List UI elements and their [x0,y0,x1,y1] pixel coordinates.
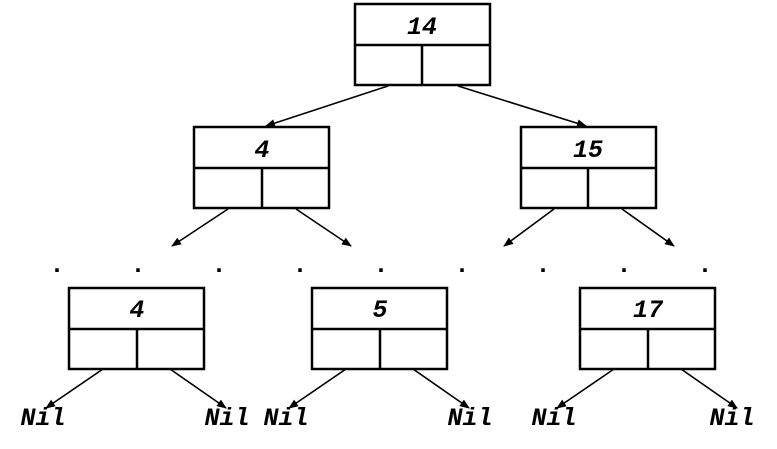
ellipsis-dot: . [535,251,550,280]
tree-node-level3-b: 5 [310,286,449,371]
tree-node-root: 14 [353,2,492,87]
edge-leaf5-right [412,368,470,409]
edge-leaf17-right [680,368,738,409]
nil-labels: Nil Nil Nil Nil Nil Nil [20,404,754,433]
ellipsis-dot: . [454,251,469,280]
ellipsis-dot: . [292,251,307,280]
node-key: 4 [254,136,269,165]
edge-leaf4-left [45,368,104,409]
tree-node-level3-c: 17 [578,286,717,371]
nil-label: Nil [263,404,308,433]
edge-node4-right [295,208,352,247]
edge-leaf5-left [288,368,347,409]
ellipsis-row: . . . . . . . . . [49,251,712,280]
ellipsis-dot: . [616,251,631,280]
nil-label: Nil [20,404,65,433]
tree-edges [45,85,738,409]
ellipsis-dot: . [130,251,145,280]
edge-leaf17-left [556,368,615,409]
edge-root-left [265,85,389,127]
edge-node15-right [621,208,675,247]
nil-label: Nil [709,404,754,433]
node-key: 14 [407,13,437,42]
node-key: 17 [633,296,664,325]
edge-node4-left [171,208,229,247]
nil-label: Nil [447,404,492,433]
node-key: 4 [129,296,144,325]
edge-root-right [457,85,587,128]
ellipsis-dot: . [697,251,712,280]
node-key: 15 [573,136,603,165]
nil-label: Nil [531,404,576,433]
edge-node15-left [503,208,555,247]
ellipsis-dot: . [373,251,388,280]
node-key: 5 [372,296,387,325]
ellipsis-dot: . [49,251,64,280]
nil-label: Nil [204,404,249,433]
ellipsis-dot: . [211,251,226,280]
tree-node-level1-left: 4 [192,125,331,210]
edge-leaf4-right [169,368,227,409]
tree-node-level3-a: 4 [67,286,206,371]
tree-node-level1-right: 15 [519,125,658,210]
